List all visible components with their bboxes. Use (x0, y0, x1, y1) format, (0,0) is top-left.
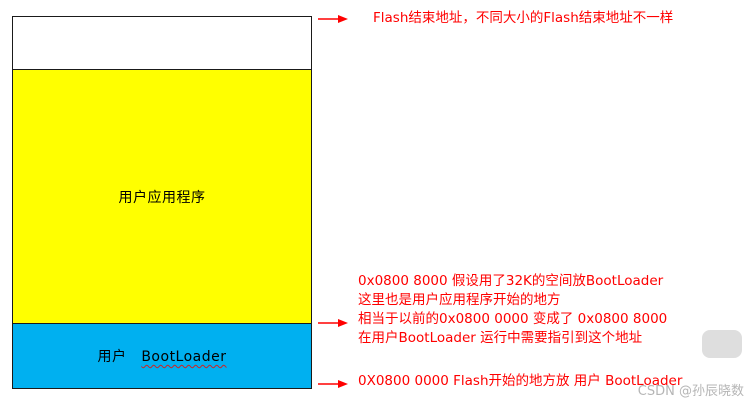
watermark: CSDN @孙辰晓数 (637, 384, 744, 399)
flash-start-annotation: 0X0800 0000 Flash开始的地方放 用户 BootLoader (358, 373, 683, 389)
bootloader-block: 用户 BootLoader (12, 323, 312, 389)
flash-end-annotation: Flash结束地址，不同大小的Flash结束地址不一样 (373, 10, 674, 26)
app-start-annotation-line: 在用户BootLoader 运行中需要指引到这个地址 (358, 330, 643, 346)
user-application-block: 用户应用程序 (12, 69, 312, 324)
user-application-label: 用户应用程序 (118, 189, 206, 206)
app-start-arrow-icon (318, 319, 348, 327)
flash-start-arrow-icon (318, 380, 348, 388)
app-start-annotation-line: 这里也是用户应用程序开始的地方 (358, 292, 561, 308)
app-start-annotation: 0x0800 8000 假设用了32K的空间放BootLoader 这里也是用户… (358, 272, 667, 348)
app-start-annotation-line: 相当于以前的0x0800 0000 变成了 0x0800 8000 (358, 311, 668, 327)
bootloader-label-spacer (131, 349, 136, 365)
bootloader-label-prefix: 用户 (97, 349, 127, 365)
bootloader-label-word: BootLoader (141, 349, 227, 365)
app-start-annotation-line: 0x0800 8000 假设用了32K的空间放BootLoader (358, 273, 664, 289)
flash-end-arrow-icon (318, 15, 348, 23)
watermark-badge-icon (702, 330, 742, 358)
bootloader-label: 用户 BootLoader (97, 346, 226, 366)
flash-end-region (12, 16, 312, 70)
